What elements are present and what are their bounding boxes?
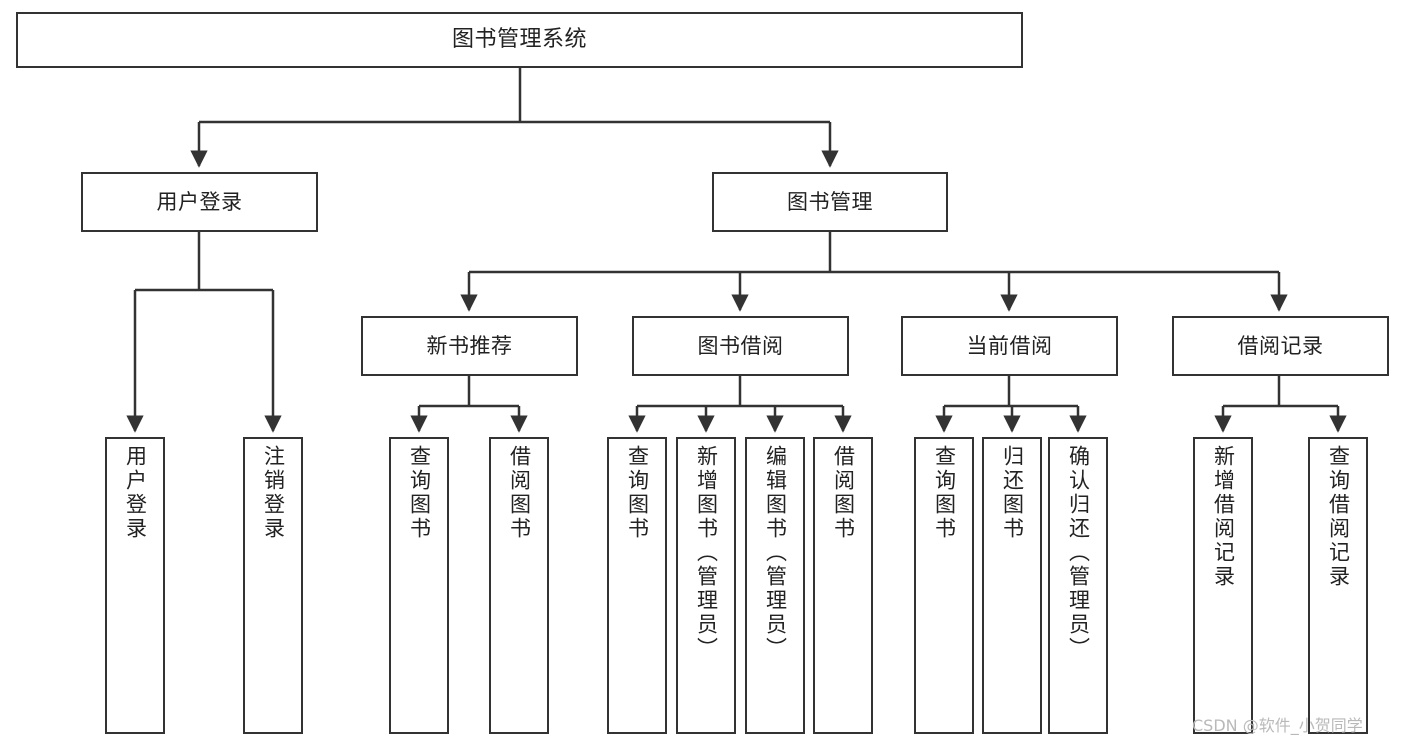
node-label: 编辑图书（管理员） [763, 445, 788, 661]
leaf-edit-book-admin[interactable]: 编辑图书（管理员） [745, 437, 805, 734]
leaf-logout[interactable]: 注销登录 [243, 437, 303, 734]
node-book-borrowing[interactable]: 图书借阅 [632, 316, 849, 376]
leaf-current-query-books[interactable]: 查询图书 [914, 437, 974, 734]
csdn-watermark: CSDN @软件_小贺同学 [1192, 716, 1363, 735]
node-label: 查询图书 [625, 445, 650, 541]
leaf-query-borrow-record[interactable]: 查询借阅记录 [1308, 437, 1368, 734]
leaf-user-login[interactable]: 用户登录 [105, 437, 165, 734]
node-root-book-management-system[interactable]: 图书管理系统 [16, 12, 1023, 68]
leaf-return-books[interactable]: 归还图书 [982, 437, 1042, 734]
node-label: 用户登录 [156, 189, 243, 214]
node-label: 归还图书 [1000, 445, 1025, 541]
node-label: 新书推荐 [426, 333, 513, 358]
leaf-new-book-borrow-books[interactable]: 借阅图书 [489, 437, 549, 734]
node-borrowing-record[interactable]: 借阅记录 [1172, 316, 1389, 376]
node-label: 查询图书 [407, 445, 432, 541]
leaf-new-book-query-books[interactable]: 查询图书 [389, 437, 449, 734]
node-label: 注销登录 [261, 445, 286, 541]
node-label: 查询借阅记录 [1326, 445, 1351, 589]
node-label: 新增图书（管理员） [694, 445, 719, 661]
node-label: 查询图书 [932, 445, 957, 541]
node-new-book-recommendation[interactable]: 新书推荐 [361, 316, 578, 376]
node-label: 图书管理 [787, 189, 873, 214]
node-label: 新增借阅记录 [1211, 445, 1236, 589]
leaf-add-borrow-record[interactable]: 新增借阅记录 [1193, 437, 1253, 734]
node-label: 图书管理系统 [451, 27, 587, 53]
node-label: 图书借阅 [697, 333, 784, 358]
node-current-borrowing[interactable]: 当前借阅 [901, 316, 1118, 376]
node-label: 借阅图书 [507, 445, 532, 541]
node-label: 借阅记录 [1237, 333, 1324, 358]
leaf-borrow-books[interactable]: 借阅图书 [813, 437, 873, 734]
leaf-borrow-query-books[interactable]: 查询图书 [607, 437, 667, 734]
node-label: 当前借阅 [966, 333, 1053, 358]
leaf-confirm-return-admin[interactable]: 确认归还（管理员） [1048, 437, 1108, 734]
node-book-management[interactable]: 图书管理 [712, 172, 948, 232]
node-label: 借阅图书 [831, 445, 856, 541]
node-label: 用户登录 [123, 445, 148, 541]
node-user-login[interactable]: 用户登录 [81, 172, 318, 232]
leaf-add-book-admin[interactable]: 新增图书（管理员） [676, 437, 736, 734]
node-label: 确认归还（管理员） [1066, 445, 1091, 661]
